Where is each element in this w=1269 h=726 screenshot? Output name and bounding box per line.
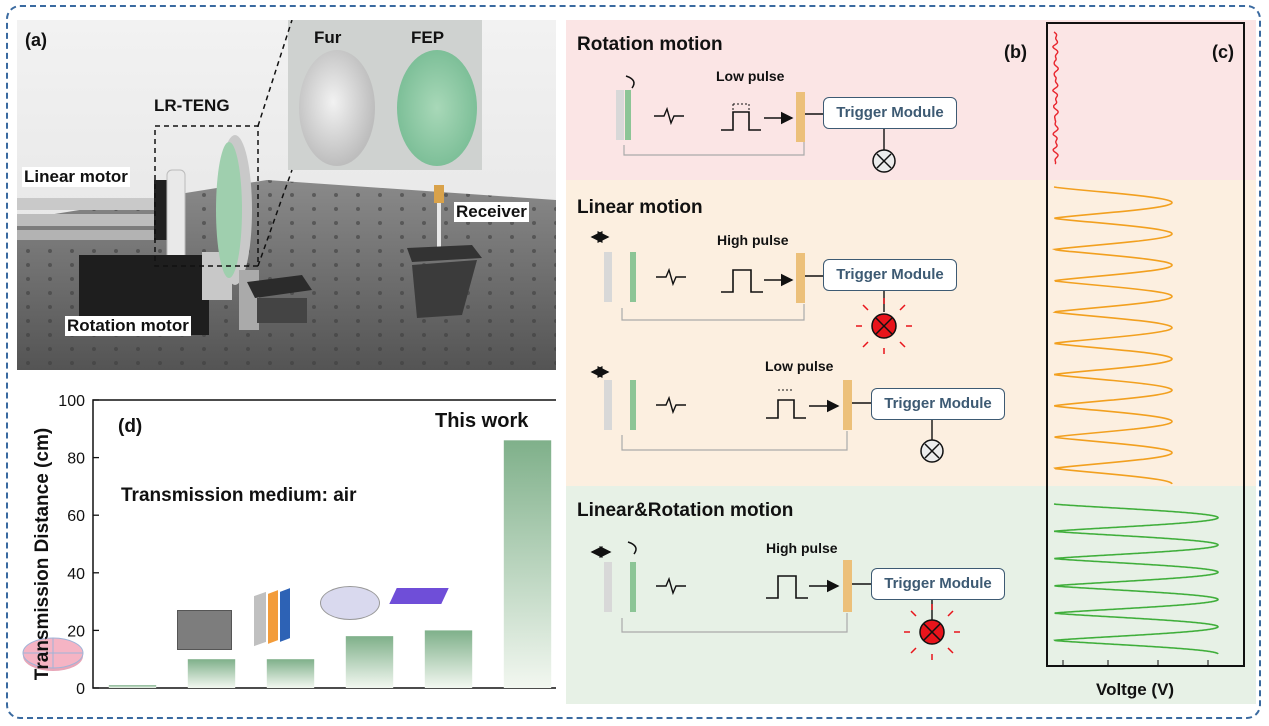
bar-3 (266, 659, 315, 688)
bar-4 (345, 636, 394, 688)
panel-c-xlabel: Voltge (V) (1096, 680, 1175, 699)
y-tick-label: 80 (67, 451, 85, 468)
panel-c-combined-bg (1048, 486, 1256, 704)
panel-b-diagram (590, 75, 960, 660)
bar-2 (187, 659, 236, 688)
transmission-distance-chart: 0 20 40 60 80 100 (22, 393, 556, 698)
combined-circuit (590, 541, 960, 660)
trigger-module-4: Trigger Module (871, 568, 1005, 600)
rotation-arrow-icon (627, 541, 637, 555)
fep-disk (397, 50, 477, 166)
low-pulse-label-2: Low pulse (765, 358, 834, 374)
rotation-section-bg (566, 20, 1048, 180)
reference-5-thumbnail (389, 588, 449, 604)
linear-section-bg (566, 180, 1048, 486)
fep-label: FEP (411, 28, 445, 47)
fur-label: Fur (314, 28, 342, 47)
panel-a-label: (a) (25, 30, 47, 50)
panel-c-ticks (1062, 660, 1209, 666)
reference-3-thumbnail (254, 588, 302, 648)
panel-d-label: (d) (118, 416, 143, 437)
fur-disk (299, 50, 375, 166)
signal-icon (656, 576, 686, 596)
linear-motor-label: Linear motor (22, 167, 130, 187)
linear-voltage-waveform (1051, 186, 1173, 485)
trigger-module-1: Trigger Module (823, 97, 957, 129)
lamp-on-icon (856, 298, 912, 354)
linear-motion-title: Linear motion (577, 197, 703, 218)
bar-6 (503, 440, 552, 688)
figure-frame (6, 5, 1261, 719)
reference-4-thumbnail (320, 586, 380, 620)
rotation-circuit (616, 75, 896, 173)
linear-low-circuit (590, 366, 944, 463)
signal-icon (656, 267, 686, 287)
panel-c-box (1046, 22, 1245, 667)
y-tick-label: 20 (67, 623, 85, 640)
lamp-on-icon (904, 604, 960, 660)
panel-b-label: (b) (1004, 42, 1027, 62)
y-axis-label: Transmission Distance (cm) (32, 427, 53, 681)
trigger-module-3: Trigger Module (871, 388, 1005, 420)
reference-1-thumbnail (22, 637, 84, 671)
rotation-arrow-icon (625, 75, 635, 89)
y-tick-label: 100 (58, 393, 85, 410)
trigger-module-2: Trigger Module (823, 259, 957, 291)
y-tick-label: 0 (76, 681, 85, 698)
this-work-label: This work (435, 410, 529, 432)
low-pulse-label-1: Low pulse (716, 68, 785, 84)
signal-icon (656, 395, 686, 415)
rotation-motor-label: Rotation motor (65, 316, 191, 336)
rotation-motion-title: Rotation motion (577, 34, 723, 55)
high-pulse-label-1: High pulse (717, 232, 789, 248)
lr-teng-label: LR-TENG (154, 96, 230, 115)
bar-5 (424, 630, 473, 688)
panel-c-rotation-bg (1048, 20, 1256, 180)
plot-frame (92, 399, 556, 689)
signal-icon (654, 106, 684, 126)
panel-c-waveforms (1051, 31, 1219, 666)
receiver-label: Receiver (454, 202, 529, 222)
combined-voltage-waveform (1053, 503, 1219, 655)
y-tick-label: 60 (67, 508, 85, 525)
rotation-voltage-waveform (1052, 31, 1059, 165)
combined-motion-title: Linear&Rotation motion (577, 500, 794, 521)
y-tick-label: 40 (67, 566, 85, 583)
panel-c-label: (c) (1212, 42, 1234, 62)
panel-a: (a) Fur FEP LR-TENG Linear motor Receive… (17, 20, 556, 370)
high-pulse-label-2: High pulse (766, 540, 838, 556)
transmission-medium-text: Transmission medium: air (121, 485, 357, 506)
reference-2-thumbnail (177, 610, 232, 650)
bar-1 (108, 685, 157, 688)
linear-high-circuit (590, 231, 912, 354)
